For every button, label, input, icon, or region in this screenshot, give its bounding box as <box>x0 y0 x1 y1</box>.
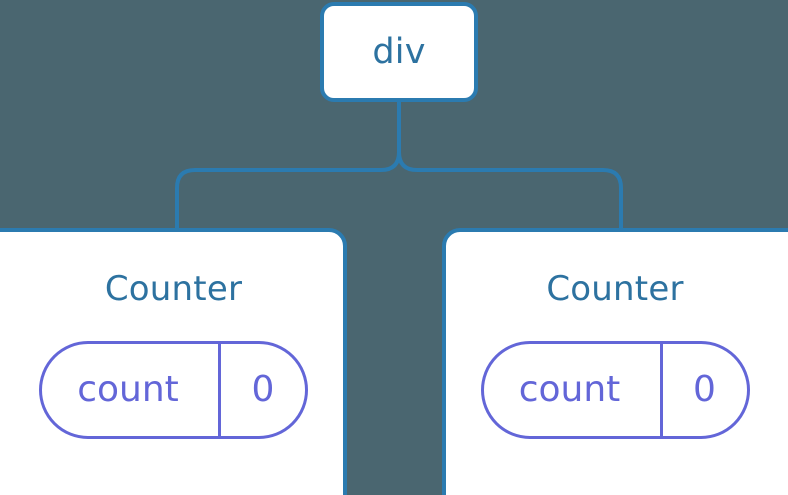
node-div-label: div <box>372 31 426 72</box>
node-counter-right-label: Counter <box>546 269 684 309</box>
state-key-left: count <box>77 369 179 410</box>
state-pill-right[interactable]: count 0 <box>480 341 750 439</box>
node-counter-right-body: Counter count 0 <box>446 272 788 439</box>
state-value-left: 0 <box>218 344 305 436</box>
node-counter-left[interactable]: Counter count 0 <box>0 228 347 495</box>
state-value-right: 0 <box>659 344 747 436</box>
connector-branch-left <box>175 151 401 230</box>
state-key-right: count <box>518 369 621 410</box>
node-div[interactable]: div <box>320 2 478 102</box>
node-counter-right[interactable]: Counter count 0 <box>442 228 788 495</box>
node-counter-left-label: Counter <box>104 269 243 309</box>
node-counter-left-body: Counter count 0 <box>0 272 343 439</box>
state-pill-left[interactable]: count 0 <box>39 341 308 439</box>
connector-branch-right <box>397 151 623 230</box>
